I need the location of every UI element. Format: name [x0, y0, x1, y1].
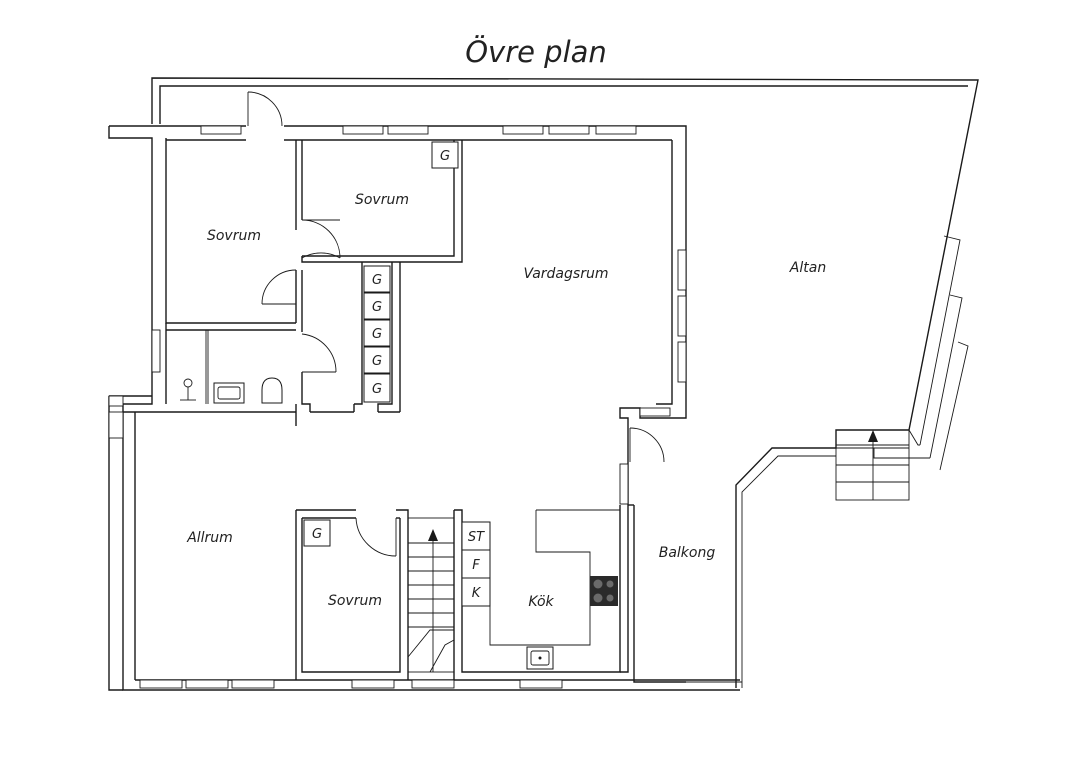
- cabinet-label: G: [312, 527, 322, 542]
- room-label-altan: Altan: [789, 260, 826, 276]
- doors: [247, 91, 665, 557]
- stove-icon: [590, 576, 618, 606]
- room-label-vardagsrum: Vardagsrum: [524, 266, 609, 282]
- plan-title: Övre plan: [465, 35, 607, 69]
- interior-stairs: [407, 517, 455, 673]
- cabinet-g-column: G G G G G: [363, 265, 391, 403]
- stair-arrow-icon: [868, 430, 878, 442]
- cabinet-label: G: [372, 354, 382, 369]
- cabinet-label: G: [440, 149, 450, 164]
- cabinet-g-small-bedroom: G: [303, 519, 331, 547]
- bathroom-fixtures: [180, 377, 283, 404]
- stair-arrow-icon: [428, 529, 438, 541]
- kitchen-unit-label: K: [472, 586, 482, 601]
- kitchen-unit-label: F: [472, 558, 480, 573]
- interior-walls: [165, 140, 686, 683]
- room-label-sovrum: Sovrum: [207, 228, 261, 244]
- room-label-sovrum: Sovrum: [328, 593, 382, 609]
- room-label-allrum: Allrum: [186, 530, 233, 546]
- sink-icon: [213, 382, 245, 404]
- cabinet-label: G: [372, 382, 382, 397]
- room-label-kok: Kök: [528, 594, 554, 610]
- cabinet-label: G: [372, 273, 382, 288]
- kitchen-units: ST F K: [461, 521, 491, 607]
- windows: [108, 125, 687, 689]
- room-label-balkong: Balkong: [659, 545, 716, 561]
- kitchen-sink-icon: [526, 646, 554, 670]
- cabinet-label: G: [372, 327, 382, 342]
- room-label-sovrum: Sovrum: [355, 192, 409, 208]
- shower-icon: [183, 378, 193, 388]
- cabinet-g-top: G: [431, 141, 459, 169]
- kitchen-unit-label: ST: [468, 530, 485, 545]
- room-labels: Sovrum Sovrum Vardagsrum Altan Allrum So…: [186, 192, 826, 610]
- terrace-stairs: [835, 429, 910, 501]
- cabinet-label: G: [372, 300, 382, 315]
- toilet-icon: [261, 377, 283, 404]
